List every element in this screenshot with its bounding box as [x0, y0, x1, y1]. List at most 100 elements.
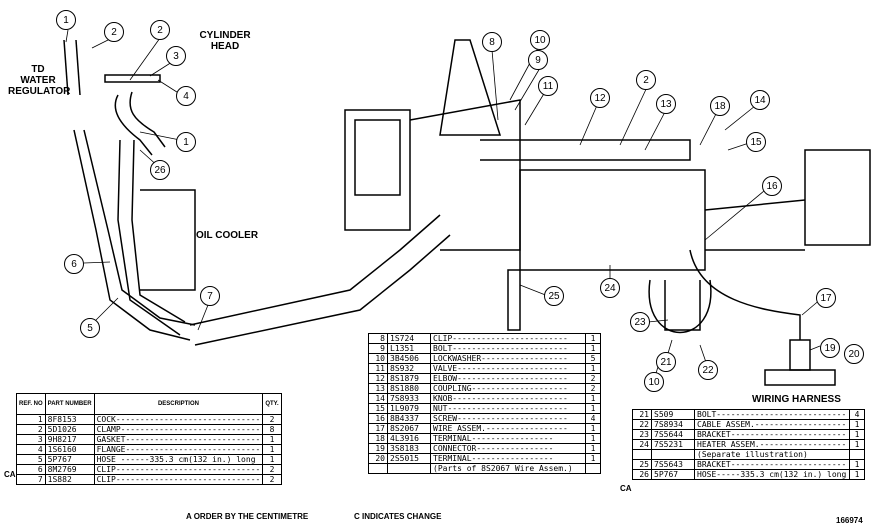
callout-12: 12 [590, 88, 610, 108]
long-pipe-bottom [194, 234, 451, 346]
label-wiring-harness: WIRING HARNESS [752, 394, 841, 405]
bracket-loop [648, 279, 712, 334]
callout-2: 2 [150, 20, 170, 40]
change-mark-ca-5: CA [4, 470, 16, 479]
col-description: DESCRIPTION [93, 393, 264, 415]
callout-7: 7 [200, 286, 220, 306]
callout-5: 5 [80, 318, 100, 338]
table-note-row: (Parts of 8S2067 Wire Assem.) [368, 463, 601, 474]
table-row: (Separate illustration) [632, 449, 865, 460]
callout-1: 1 [176, 132, 196, 152]
callout-21: 21 [656, 352, 676, 372]
bracket-arm [664, 280, 701, 331]
water-pipe-upper-2 [75, 39, 81, 96]
callout-8: 8 [482, 32, 502, 52]
callout-1: 1 [56, 10, 76, 30]
head-hose-a [114, 94, 153, 156]
stand-bracket [507, 269, 521, 331]
callout-15: 15 [746, 132, 766, 152]
heater-left-inner [354, 119, 401, 196]
callout-2: 2 [104, 22, 124, 42]
callout-19: 19 [820, 338, 840, 358]
callout-17: 17 [816, 288, 836, 308]
change-note: C INDICATES CHANGE [354, 512, 442, 521]
callout-9: 9 [528, 50, 548, 70]
label-td-water-regulator: TD WATER REGULATOR [8, 64, 71, 97]
callout-22: 22 [698, 360, 718, 380]
callout-2: 2 [636, 70, 656, 90]
callout-24: 24 [600, 278, 620, 298]
figure-number: 166974 [836, 516, 863, 525]
col-qty: QTY. [262, 393, 282, 415]
callout-16: 16 [762, 176, 782, 196]
callout-4: 4 [176, 86, 196, 106]
water-hose-left [73, 129, 191, 341]
callout-3: 3 [166, 46, 186, 66]
inner-hose-right [131, 139, 186, 323]
right-duct [804, 149, 871, 246]
water-pipe-upper [63, 39, 69, 96]
callout-25: 25 [544, 286, 564, 306]
order-note: A ORDER BY THE CENTIMETRE [186, 512, 309, 521]
callout-6: 6 [64, 254, 84, 274]
heater-right-body [519, 169, 706, 271]
wiring-plugs [764, 369, 836, 386]
callout-10: 10 [530, 30, 550, 50]
inner-hose-left [117, 139, 181, 336]
table-header-row: REF. NO PART NUMBER DESCRIPTION QTY. [16, 393, 282, 415]
callout-26: 26 [150, 160, 170, 180]
callout-13: 13 [656, 94, 676, 114]
oil-cooler-outline [140, 189, 196, 291]
callout-23: 23 [630, 312, 650, 332]
duct-connector [704, 199, 806, 211]
callout-10: 10 [644, 372, 664, 392]
col-ref-no: REF. NO [16, 393, 46, 415]
heater-left-box [344, 109, 411, 231]
rear-bracket [439, 39, 502, 136]
callout-11: 11 [538, 76, 558, 96]
wiring-connector [789, 339, 811, 371]
col-part-number: PART NUMBER [44, 393, 95, 415]
change-mark-ca-26: CA [620, 484, 632, 493]
head-hose-b [129, 91, 166, 148]
label-oil-cooler: OIL COOLER [196, 230, 259, 241]
callout-18: 18 [710, 96, 730, 116]
callout-20: 20 [844, 344, 864, 364]
water-hose-right [83, 129, 196, 326]
wiring-line [689, 249, 801, 340]
long-pipe-top [189, 214, 441, 326]
callout-14: 14 [750, 90, 770, 110]
wire-assem-note: (Parts of 8S2067 Wire Assem.) [430, 463, 586, 474]
heater-top-pipe [480, 139, 691, 161]
cylinder-head-bracket [104, 74, 161, 83]
